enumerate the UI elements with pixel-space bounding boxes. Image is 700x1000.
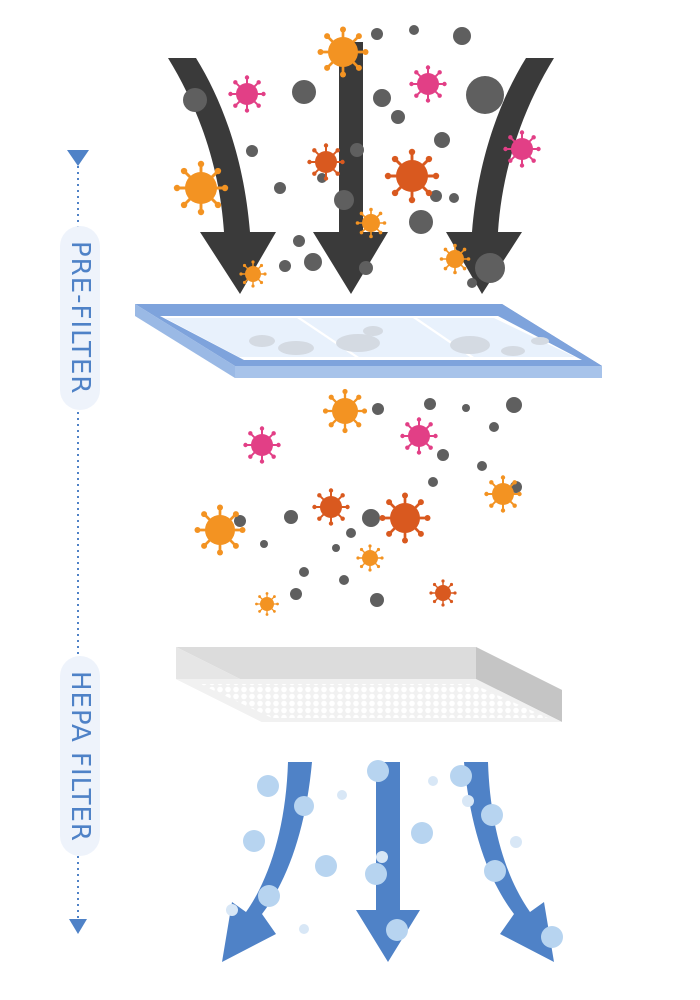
incoming-air-arrow-right [446,58,554,294]
clean-air-bubble-icon [337,790,347,800]
prefilter-label-text: PRE-FILTER [65,241,95,395]
virus-icon [312,488,349,525]
outgoing-air-arrow-right [464,762,554,962]
virus-icon [356,544,383,571]
clean-air-bubble-icon [386,919,408,941]
virus-icon [380,493,431,544]
virus-icon [503,130,540,167]
clean-air-bubble-icon [257,775,279,797]
virus-icon [239,260,266,287]
virus-icon [318,27,369,78]
virus-icon [243,426,280,463]
incoming-air-arrow-left [168,58,276,294]
hepa-stage-label: HEPA FILTER [60,656,100,856]
clean-air-bubble-icon [376,851,388,863]
arrow-down-icon [69,919,87,934]
dust-particles-unfiltered [183,25,505,288]
clean-air-bubble-icon [315,855,337,877]
outgoing-air-arrow-left [222,762,312,962]
clean-air-bubble-icon [510,836,522,848]
virus-icon [228,75,265,112]
virus-icon [195,505,246,556]
virus-icon [484,475,521,512]
virus-icon [440,244,471,275]
clean-air-bubble-icon [294,796,314,816]
clean-air-bubbles [226,760,563,948]
clean-air-bubble-icon [541,926,563,948]
virus-icon [323,389,367,433]
virus-icon [400,417,437,454]
clean-air-bubble-icon [411,822,433,844]
virus-icon [409,65,446,102]
clean-air-bubble-icon [484,860,506,882]
virus-icon [174,161,228,215]
clean-air-bubble-icon [450,765,472,787]
outgoing-air-arrow-center [356,762,420,962]
dust-particles-passing [234,397,522,607]
clean-air-bubble-icon [258,885,280,907]
pre-filter [135,304,602,378]
clean-air-bubble-icon [365,863,387,885]
clean-air-bubble-icon [226,904,238,916]
incoming-air-arrows [168,42,554,294]
clean-air-bubble-icon [299,924,309,934]
clean-air-bubble-icon [462,795,474,807]
virus-icon [429,579,456,606]
viruses-passing [195,389,522,616]
hepa-label-text: HEPA FILTER [65,670,95,842]
virus-icon [255,592,279,616]
virus-icon [385,149,439,203]
trapped-dust-stains [249,326,549,356]
prefilter-stage-label: PRE-FILTER [60,226,100,410]
chevron-down-icon [67,150,89,166]
virus-icon [307,143,344,180]
clean-air-bubble-icon [428,776,438,786]
hepa-filter [176,647,562,722]
virus-icon [356,208,387,239]
clean-air-bubble-icon [367,760,389,782]
process-guide [67,150,89,934]
clean-air-bubble-icon [243,830,265,852]
clean-air-bubble-icon [481,804,503,826]
incoming-air-arrow-center [313,42,388,294]
